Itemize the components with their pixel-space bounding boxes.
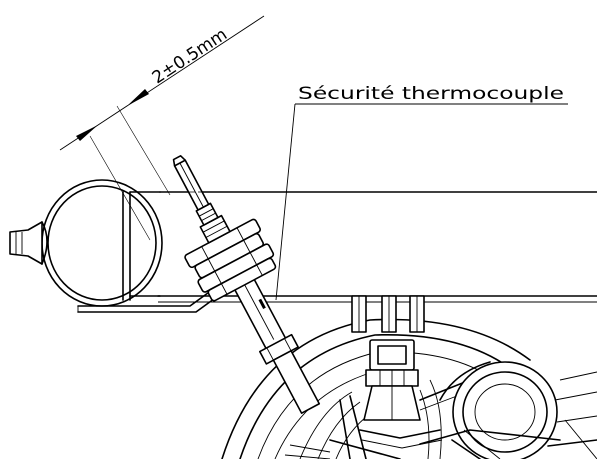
mounting-bracket	[77, 289, 219, 313]
thermocouple-probe	[172, 155, 321, 414]
left-tube	[9, 179, 163, 307]
burner-assembly	[221, 295, 597, 459]
dimension-label: 2±0.5mm	[149, 25, 231, 89]
frame-body	[157, 191, 597, 303]
dimension-annotation	[59, 15, 265, 241]
callout-leader	[275, 103, 568, 301]
callout-label: Sécurité thermocouple	[298, 84, 564, 104]
